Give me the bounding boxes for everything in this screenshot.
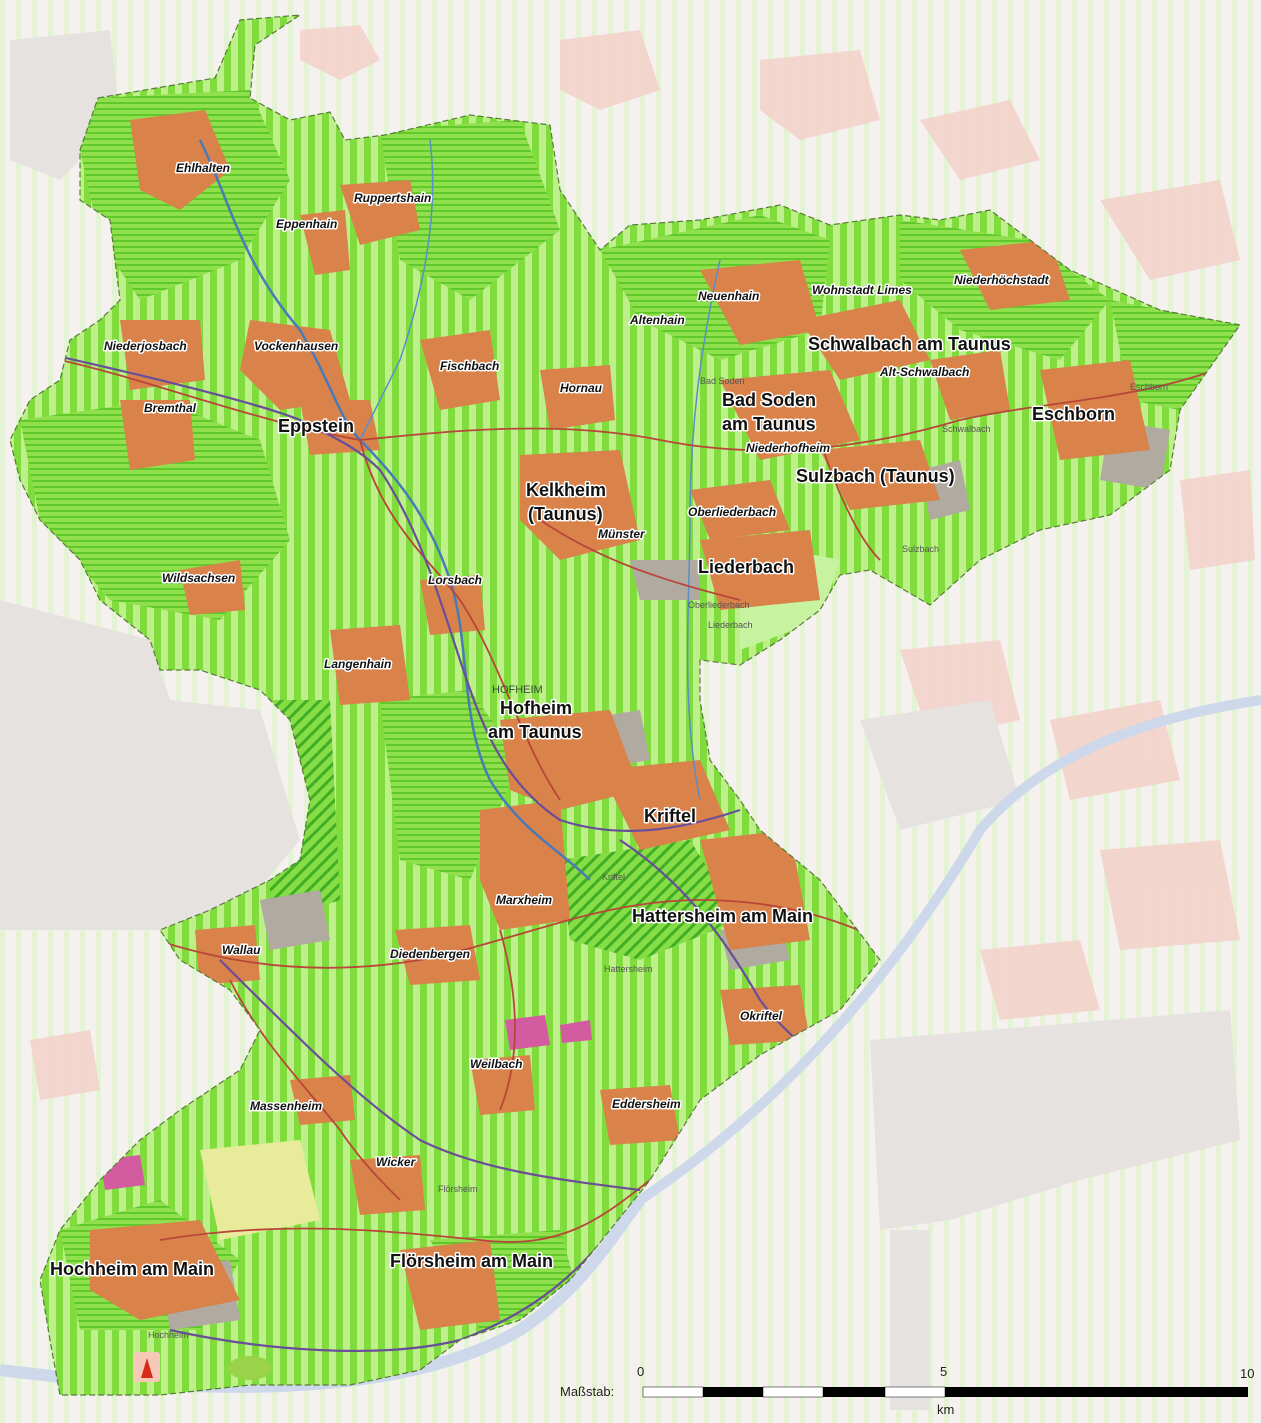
label-sulzbach-small: Sulzbach bbox=[902, 544, 939, 554]
village-labels: Ehlhalten Ruppertshain Eppenhain Niederj… bbox=[103, 160, 1052, 1171]
green-pond bbox=[228, 1356, 272, 1380]
label-marxheim: Marxheim bbox=[496, 893, 552, 907]
label-alt-schwalbach: Alt-Schwalbach bbox=[879, 365, 969, 379]
label-liederbach: Liederbach bbox=[698, 557, 794, 577]
road-network bbox=[59, 359, 1240, 1243]
label-eschborn: Eschborn bbox=[1032, 404, 1115, 424]
label-lorsbach: Lorsbach bbox=[428, 573, 482, 587]
label-hofheim-caps: HOFHEIM bbox=[492, 684, 543, 696]
stream-schwarzbach bbox=[198, 139, 591, 881]
label-eddersheim: Eddersheim bbox=[612, 1097, 681, 1111]
label-weilbach: Weilbach bbox=[470, 1057, 522, 1071]
label-eppenhain: Eppenhain bbox=[276, 217, 337, 231]
scale-segment-1 bbox=[642, 1386, 704, 1398]
label-hochheim-small: Hochheim bbox=[148, 1330, 189, 1340]
scale-tick-0: 0 bbox=[637, 1364, 644, 1379]
label-bad-soden-line2: am Taunus bbox=[722, 414, 816, 434]
scale-segment-3 bbox=[762, 1386, 824, 1398]
label-hattersheim-small: Hattersheim bbox=[604, 964, 653, 974]
landmark-icon bbox=[134, 1352, 160, 1382]
label-fischbach: Fischbach bbox=[440, 359, 499, 373]
label-niederhoechstadt: Niederhöchstadt bbox=[954, 273, 1050, 287]
town-labels: Eppstein Kelkheim (Taunus) Bad Soden am … bbox=[49, 333, 1117, 1281]
label-oberliederbach: Oberliederbach bbox=[688, 505, 776, 519]
label-floersheim: Flörsheim am Main bbox=[390, 1251, 553, 1271]
label-hofheim-line2: am Taunus bbox=[488, 722, 582, 742]
label-niederhofheim: Niederhofheim bbox=[746, 441, 830, 455]
label-kelkheim-line2: (Taunus) bbox=[528, 504, 603, 524]
label-bad-soden-line1: Bad Soden bbox=[722, 390, 816, 410]
label-bremthal: Bremthal bbox=[144, 401, 197, 415]
scale-segment-5 bbox=[884, 1386, 946, 1398]
scale-bar: Maßstab: 0 5 10 km bbox=[560, 1364, 1254, 1417]
scale-unit: km bbox=[937, 1402, 954, 1417]
label-kriftel-small: Kriftel bbox=[602, 872, 625, 882]
label-eppstein: Eppstein bbox=[278, 416, 354, 436]
label-eschborn-small: Eschborn bbox=[1130, 382, 1168, 392]
label-hornau: Hornau bbox=[560, 381, 603, 395]
label-diedenbergen: Diedenbergen bbox=[390, 947, 470, 961]
label-schwalbach-small: Schwalbach bbox=[942, 424, 991, 434]
label-wicker: Wicker bbox=[376, 1155, 417, 1169]
minor-labels: HOFHEIM Bad Soden Eschborn Kriftel Hochh… bbox=[148, 376, 1168, 1340]
label-okriftel: Okriftel bbox=[740, 1009, 783, 1023]
label-ruppertshain: Ruppertshain bbox=[354, 191, 431, 205]
scale-tick-5: 5 bbox=[940, 1364, 947, 1379]
label-wohnstadt-limes: Wohnstadt Limes bbox=[812, 283, 912, 297]
main-river-outside bbox=[637, 695, 1261, 1205]
label-ehlhalten: Ehlhalten bbox=[176, 161, 230, 175]
label-wildsachsen: Wildsachsen bbox=[162, 571, 235, 585]
label-kelkheim-line1: Kelkheim bbox=[526, 480, 606, 500]
outside-settlements bbox=[30, 25, 1255, 1100]
label-bad-soden-small: Bad Soden bbox=[700, 376, 745, 386]
label-altenhain: Altenhain bbox=[629, 313, 685, 327]
label-wallau: Wallau bbox=[222, 943, 261, 957]
label-massenheim: Massenheim bbox=[250, 1099, 322, 1113]
label-niederjosbach: Niederjosbach bbox=[104, 339, 187, 353]
label-neuenhain: Neuenhain bbox=[698, 289, 759, 303]
label-floersheim-small: Flörsheim bbox=[438, 1184, 478, 1194]
district-boundary bbox=[9, 14, 1242, 1396]
label-kriftel: Kriftel bbox=[644, 806, 696, 826]
scale-tick-10: 10 bbox=[1240, 1366, 1254, 1381]
label-hochheim: Hochheim am Main bbox=[50, 1259, 214, 1279]
scale-segment-4 bbox=[823, 1387, 885, 1397]
stream-fischbach bbox=[359, 139, 434, 441]
stream-liederbach bbox=[686, 259, 721, 801]
label-oberliederbach-small: Oberliederbach bbox=[688, 600, 750, 610]
label-schwalbach: Schwalbach am Taunus bbox=[808, 334, 1011, 354]
label-liederbach-small: Liederbach bbox=[708, 620, 753, 630]
scale-label: Maßstab: bbox=[560, 1384, 614, 1399]
label-hofheim-line1: Hofheim bbox=[500, 698, 572, 718]
label-sulzbach: Sulzbach (Taunus) bbox=[796, 466, 955, 486]
label-muenster: Münster bbox=[598, 527, 646, 541]
label-vockenhausen: Vockenhausen bbox=[254, 339, 338, 353]
label-hattersheim: Hattersheim am Main bbox=[632, 906, 813, 926]
scale-segment-6 bbox=[945, 1387, 1248, 1397]
label-langenhain: Langenhain bbox=[324, 657, 391, 671]
scale-segment-2 bbox=[703, 1387, 763, 1397]
